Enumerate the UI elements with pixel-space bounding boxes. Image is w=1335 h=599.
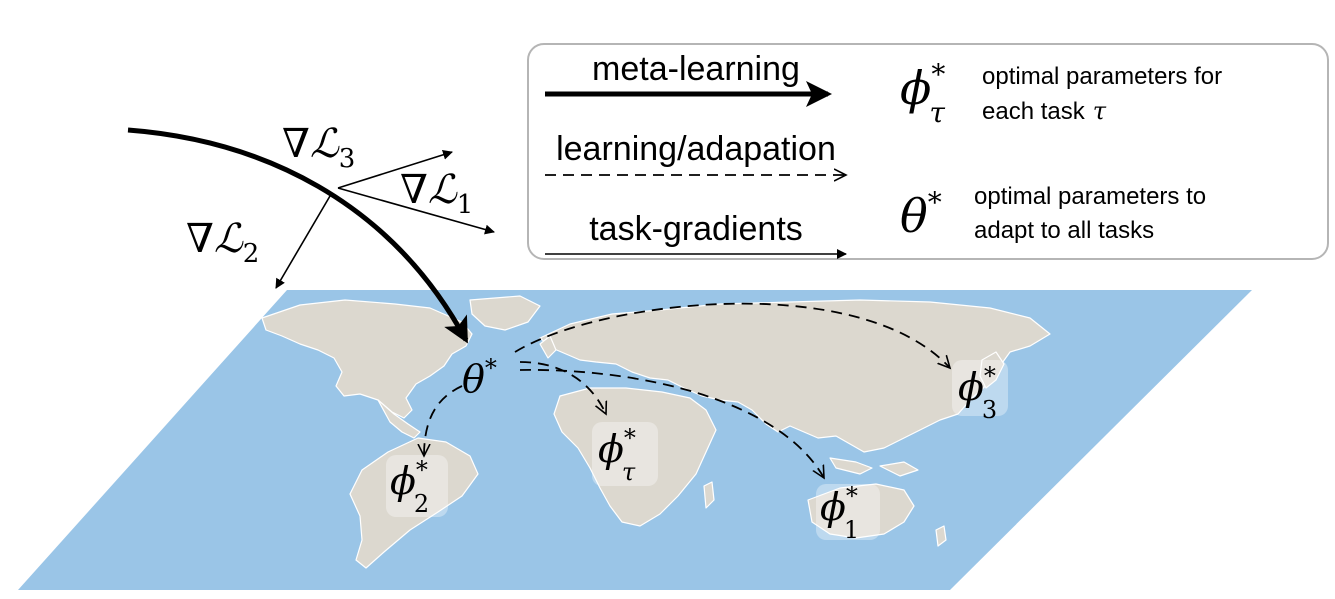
- adaptation-arrows: [424, 302, 950, 478]
- europe-asia: [539, 299, 1051, 453]
- legend-box: [527, 43, 1329, 260]
- gradient-arrow-1: [337, 187, 495, 235]
- arrow-to-phi1: [519, 369, 824, 478]
- node-highlights: [386, 360, 1008, 540]
- phi1-highlight: [816, 484, 880, 540]
- phi2-label: ϕ*2: [390, 456, 429, 518]
- japan: [979, 351, 1005, 389]
- continents: [261, 295, 1051, 569]
- madagascar: [703, 481, 715, 509]
- legend-theta-desc-1: optimal parameters to: [974, 183, 1206, 210]
- grad-L1-label: ∇ℒ1: [400, 167, 473, 220]
- new-zealand: [935, 525, 947, 547]
- legend-meta-label: meta-learning: [592, 50, 800, 88]
- phitau-label: ϕ*τ: [598, 424, 636, 486]
- legend-theta-symbol: θ*: [900, 186, 942, 243]
- legend: meta-learning learning/adapation task-gr…: [527, 43, 1329, 260]
- meta-learning-path: [127, 127, 469, 344]
- phitau-highlight: [592, 422, 658, 486]
- world-map: θ* ϕ*3 ϕ*τ ϕ*2 ϕ*1: [18, 290, 1252, 590]
- uk: [539, 335, 557, 359]
- australia: [807, 483, 915, 539]
- legend-phi-desc-1: optimal parameters for: [982, 63, 1222, 90]
- phi3-highlight: [952, 360, 1008, 416]
- theta-star-label: θ*: [462, 354, 497, 401]
- indonesia-2: [879, 461, 919, 477]
- africa: [553, 387, 717, 527]
- phi3-label: ϕ*3: [958, 362, 997, 424]
- indonesia-1: [829, 457, 873, 475]
- legend-phi-symbol: ϕ*τ: [900, 58, 945, 129]
- legend-theta-desc-2: adapt to all tasks: [974, 217, 1154, 244]
- task-gradients: [275, 149, 495, 289]
- greenland: [469, 295, 541, 331]
- arrow-to-phi3: [514, 302, 950, 368]
- arrow-to-phi2: [424, 385, 463, 456]
- arrow-to-phitau: [519, 361, 606, 414]
- gradient-arrow-3: [337, 149, 453, 189]
- phi2-highlight: [386, 455, 448, 517]
- north-america: [261, 299, 473, 419]
- legend-task-label: task-gradients: [589, 210, 803, 248]
- gradient-arrow-2: [275, 195, 331, 289]
- grad-L2-label: ∇ℒ2: [186, 216, 259, 269]
- central-america: [377, 399, 421, 439]
- phi1-label: ϕ*1: [820, 482, 859, 544]
- meta-learning-curve: [127, 127, 469, 344]
- south-america: [349, 437, 479, 569]
- legend-learn-label: learning/adapation: [556, 130, 836, 168]
- grad-L3-label: ∇ℒ3: [282, 121, 355, 174]
